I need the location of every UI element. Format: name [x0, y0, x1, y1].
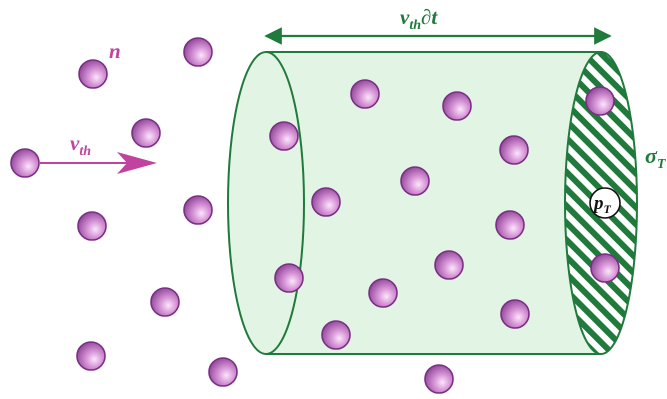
length-label: vth∂t — [400, 5, 438, 33]
particle — [77, 342, 105, 370]
velocity-label: vth — [70, 131, 91, 159]
cross-section-label-sub: T — [657, 157, 667, 172]
trap-label-main: p — [592, 193, 604, 214]
particle — [369, 279, 397, 307]
length-label-tail: ∂t — [421, 5, 438, 29]
particle — [435, 251, 463, 279]
cylinder-left-face — [228, 52, 304, 354]
particle — [591, 254, 619, 282]
particle — [501, 300, 529, 328]
particle — [78, 212, 106, 240]
particle — [322, 321, 350, 349]
cylinder — [228, 52, 637, 354]
particle — [351, 80, 379, 108]
particle — [425, 365, 453, 393]
particle — [151, 288, 179, 316]
particle — [500, 136, 528, 164]
particle — [312, 188, 340, 216]
cross-section-label: σT — [645, 143, 667, 172]
particle — [184, 38, 212, 66]
trap: pT — [590, 188, 620, 218]
particle — [11, 149, 39, 177]
particle — [586, 87, 614, 115]
trap-label-sub: T — [604, 202, 612, 216]
particle — [184, 196, 212, 224]
particle — [79, 60, 107, 88]
particle — [496, 211, 524, 239]
particle — [275, 264, 303, 292]
velocity-label-sub: th — [79, 144, 91, 159]
particle — [443, 92, 471, 120]
particle — [132, 119, 160, 147]
particle — [209, 358, 237, 386]
density-label: n — [109, 39, 121, 63]
particle — [401, 167, 429, 195]
length-label-sub: th — [409, 18, 421, 33]
particle — [270, 122, 298, 150]
length-arrow: vth∂t — [266, 5, 610, 36]
